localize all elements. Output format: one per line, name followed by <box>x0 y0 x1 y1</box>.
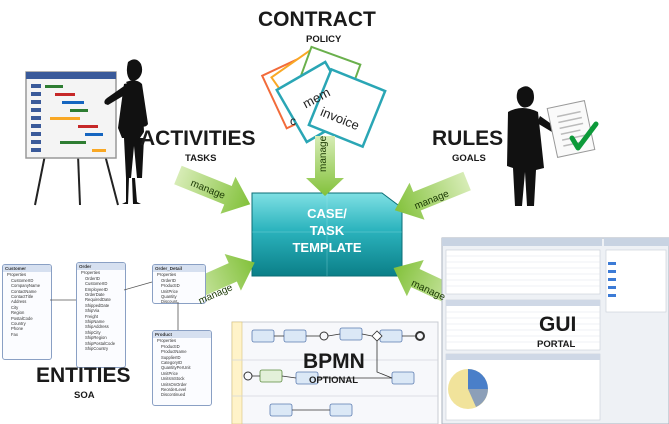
entity-field: SupplierID <box>161 354 181 360</box>
entity-field: Freight <box>85 313 99 319</box>
entity-field: PostalCode <box>11 315 33 321</box>
manage-arrow-rules <box>394 171 471 220</box>
entity-field: ContactTitle <box>11 294 34 300</box>
entities-title: ENTITIES <box>36 364 131 387</box>
checkmark-icon <box>569 121 599 151</box>
entity-field: Country <box>11 321 26 327</box>
center-line-1: CASE/ <box>307 206 347 221</box>
entity-field: ContactName <box>11 288 37 294</box>
entity-field: UnitsInStock <box>161 376 185 382</box>
entity-field: ShipRegion <box>85 335 107 341</box>
bpmn-subtitle: OPTIONAL <box>309 375 359 386</box>
entity-section-label: Properties <box>7 272 27 278</box>
center-label: CASE/ TASK TEMPLATE <box>252 205 402 256</box>
entity-field: City <box>11 304 19 310</box>
pie-chart-icon <box>448 369 488 409</box>
entity-field: ProductID <box>161 283 180 289</box>
gantt-chart-icon <box>31 84 106 152</box>
entity-table-title: Customer <box>3 265 51 273</box>
entity-field: CustomerID <box>11 277 34 283</box>
contract-title: CONTRACT <box>258 8 376 31</box>
doc-label-c: c <box>290 114 296 128</box>
entity-field: OrderID <box>85 275 100 281</box>
activities-subtitle: TASKS <box>185 153 217 164</box>
gui-title: GUI <box>539 313 577 336</box>
entity-field: RequiredDate <box>85 297 111 303</box>
presenter-illustration <box>25 59 148 206</box>
entity-field: Region <box>11 310 25 316</box>
entities-subtitle: SOA <box>74 390 95 401</box>
entity-field: CompanyName <box>11 283 41 289</box>
entity-field: ShipPostalCode <box>85 340 116 346</box>
rules-title: RULES <box>432 127 504 150</box>
manage-arrow-activities <box>174 165 251 214</box>
businessman-illustration <box>507 86 599 206</box>
entity-field: CustomerID <box>85 281 108 287</box>
entity-field: ShippedDate <box>85 302 110 308</box>
entity-field: ShipCountry <box>85 346 109 352</box>
entity-table-title: Order_Detail <box>153 265 205 273</box>
gui-subtitle: PORTAL <box>537 339 576 350</box>
entity-field: OrderID <box>161 277 176 283</box>
gui-portal-screenshot <box>441 237 669 424</box>
contract-documents <box>260 45 387 149</box>
entity-section-label: Properties <box>81 270 101 276</box>
manage-arrow-contract <box>306 136 344 196</box>
entity-field: ProductName <box>161 349 187 355</box>
entity-field: OrderDate <box>85 292 105 298</box>
entity-field: ReorderLevel <box>161 387 187 393</box>
arrow-label-top: manage <box>318 135 329 172</box>
entity-field: ProductID <box>161 343 180 349</box>
bpmn-title: BPMN <box>303 350 365 373</box>
entity-table-title: Order <box>77 263 125 271</box>
entity-field: ShipCity <box>85 329 101 335</box>
entity-section-label: Properties <box>157 272 177 278</box>
entity-field: Address <box>11 299 27 305</box>
entity-field: UnitPrice <box>161 288 178 294</box>
entity-field: QuantityPerUnit <box>161 365 191 371</box>
center-line-2: TASK <box>309 223 345 238</box>
entity-field: CategoryID <box>161 360 183 366</box>
entity-field: Phone <box>11 326 24 332</box>
contract-subtitle: POLICY <box>306 34 342 45</box>
bpmn-diagram-screenshot <box>231 321 439 424</box>
entity-field: Discontinued <box>161 392 186 398</box>
entity-field: EmployeeID <box>85 286 108 292</box>
entity-field: UnitPrice <box>161 370 178 376</box>
entity-field: Fax <box>11 331 18 337</box>
rules-subtitle: GOALS <box>452 153 486 164</box>
entity-field: ShipAddress <box>85 324 109 330</box>
entity-section-label: Properties <box>157 338 177 344</box>
entity-field: Discount <box>161 299 178 304</box>
entity-field: Quantity <box>161 294 177 300</box>
entity-field: ShipName <box>85 319 105 325</box>
entity-field: UnitsOnOrder <box>161 381 187 387</box>
entity-field: ShipVia <box>85 308 100 314</box>
entity-table-title: Product <box>153 331 211 339</box>
center-line-3: TEMPLATE <box>292 240 362 255</box>
activities-title: ACTIVITIES <box>140 127 256 150</box>
